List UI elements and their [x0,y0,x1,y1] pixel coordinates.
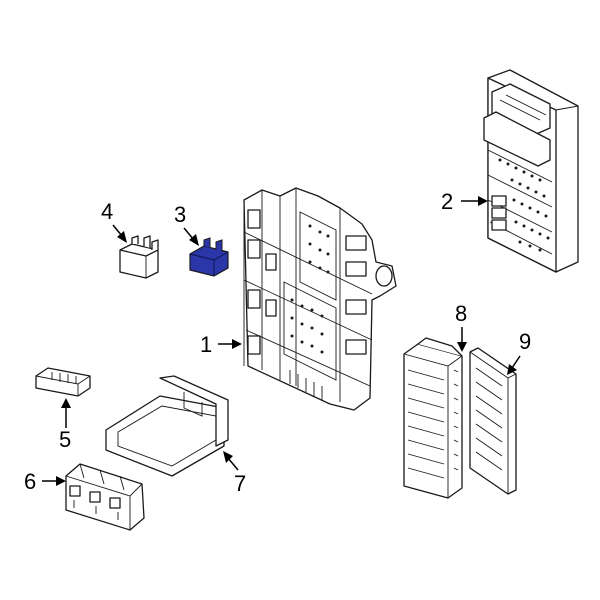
callout-2-number: 2 [441,189,453,214]
part-2-control-module[interactable] [483,69,579,273]
callout-6-number: 6 [24,469,36,494]
callout-7[interactable]: 7 [223,451,246,496]
callout-8-number: 8 [455,301,467,326]
part-2-pin-dots [498,158,550,252]
callout-3-number: 3 [174,202,186,227]
part-4-relay[interactable] [119,235,159,279]
callout-4-number: 4 [101,199,113,224]
callout-6[interactable]: 6 [24,469,66,494]
callout-1[interactable]: 1 [200,332,242,357]
callout-2[interactable]: 2 [441,189,488,214]
part-6-connector-block[interactable] [65,463,145,531]
part-9-fuse-holder-cover[interactable] [469,347,517,495]
callout-8[interactable]: 8 [455,301,467,352]
callout-9-number: 9 [519,329,531,354]
callout-4[interactable]: 4 [101,199,127,243]
part-7-cover-tray[interactable] [105,375,229,477]
callout-5[interactable]: 5 [59,398,71,452]
callout-3[interactable]: 3 [174,202,199,246]
part-8-fuse-holder[interactable] [403,337,463,499]
callout-9[interactable]: 9 [507,329,531,375]
callout-5-number: 5 [59,427,71,452]
part-1-fuse-box[interactable] [243,187,397,411]
part-1-fuse-dots [290,224,330,354]
callout-1-number: 1 [200,332,212,357]
part-3-relay-highlighted[interactable] [189,237,229,277]
callout-7-number: 7 [234,471,246,496]
part-5-small-connector[interactable] [35,367,91,397]
